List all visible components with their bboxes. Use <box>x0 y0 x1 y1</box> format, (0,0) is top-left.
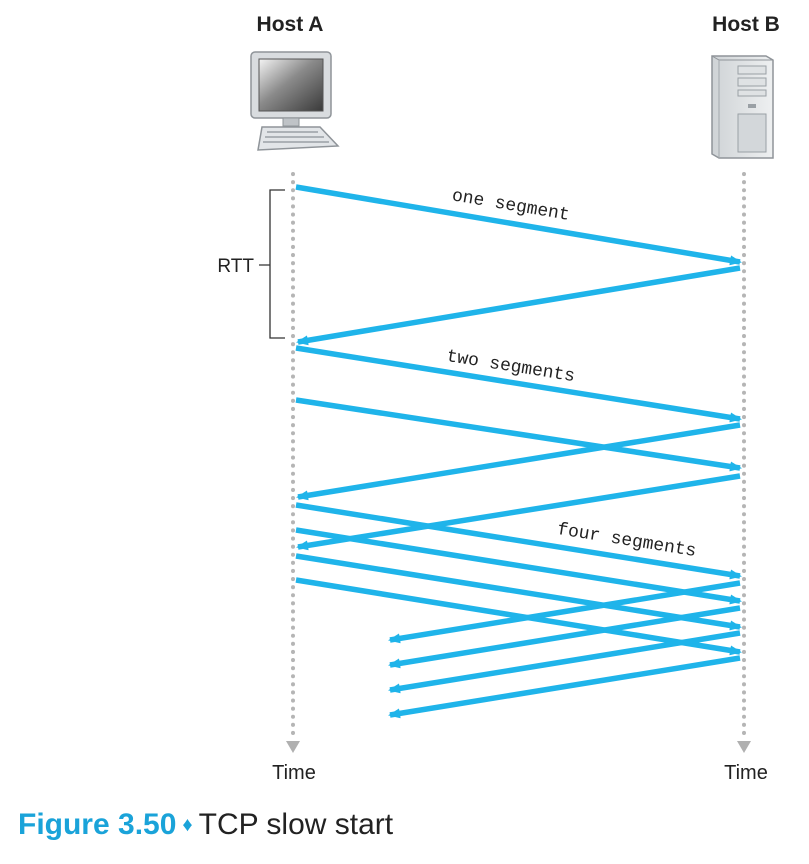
segment-arrow <box>295 553 742 631</box>
segment-arrow <box>295 345 742 423</box>
segment-arrows <box>295 184 742 656</box>
ack-arrow <box>296 473 741 551</box>
ack-arrow <box>388 655 741 719</box>
segment-arrow <box>295 397 742 472</box>
figure-caption: Figure 3.50♦TCP slow start <box>18 808 393 852</box>
figure-title: TCP slow start <box>198 808 394 841</box>
host-a-label: Host A <box>257 13 324 36</box>
rtt-label: RTT <box>217 256 254 277</box>
host-a-time-label: Time <box>272 762 316 784</box>
segment-arrow <box>295 502 742 580</box>
server-tower-icon <box>711 55 774 159</box>
one-segment-label: one segment <box>450 186 570 226</box>
rtt-bracket <box>259 189 285 339</box>
ack-arrows <box>296 265 741 719</box>
segment-arrow <box>295 184 742 266</box>
segment-arrow <box>295 527 742 605</box>
desktop-computer-icon <box>250 51 340 151</box>
ack-arrow <box>388 580 741 644</box>
host-b-label: Host B <box>712 13 780 36</box>
caption-separator: ♦ <box>182 814 193 836</box>
ack-arrow <box>388 630 741 694</box>
host-a-time-arrowhead <box>286 741 300 753</box>
host-b-time-label: Time <box>724 762 768 784</box>
ack-arrow <box>388 605 741 669</box>
figure-number: Figure 3.50 <box>18 808 177 841</box>
segment-arrow <box>295 577 742 656</box>
ack-arrow <box>296 422 741 501</box>
host-b-time-arrowhead <box>737 741 751 753</box>
ack-arrow <box>296 265 741 346</box>
